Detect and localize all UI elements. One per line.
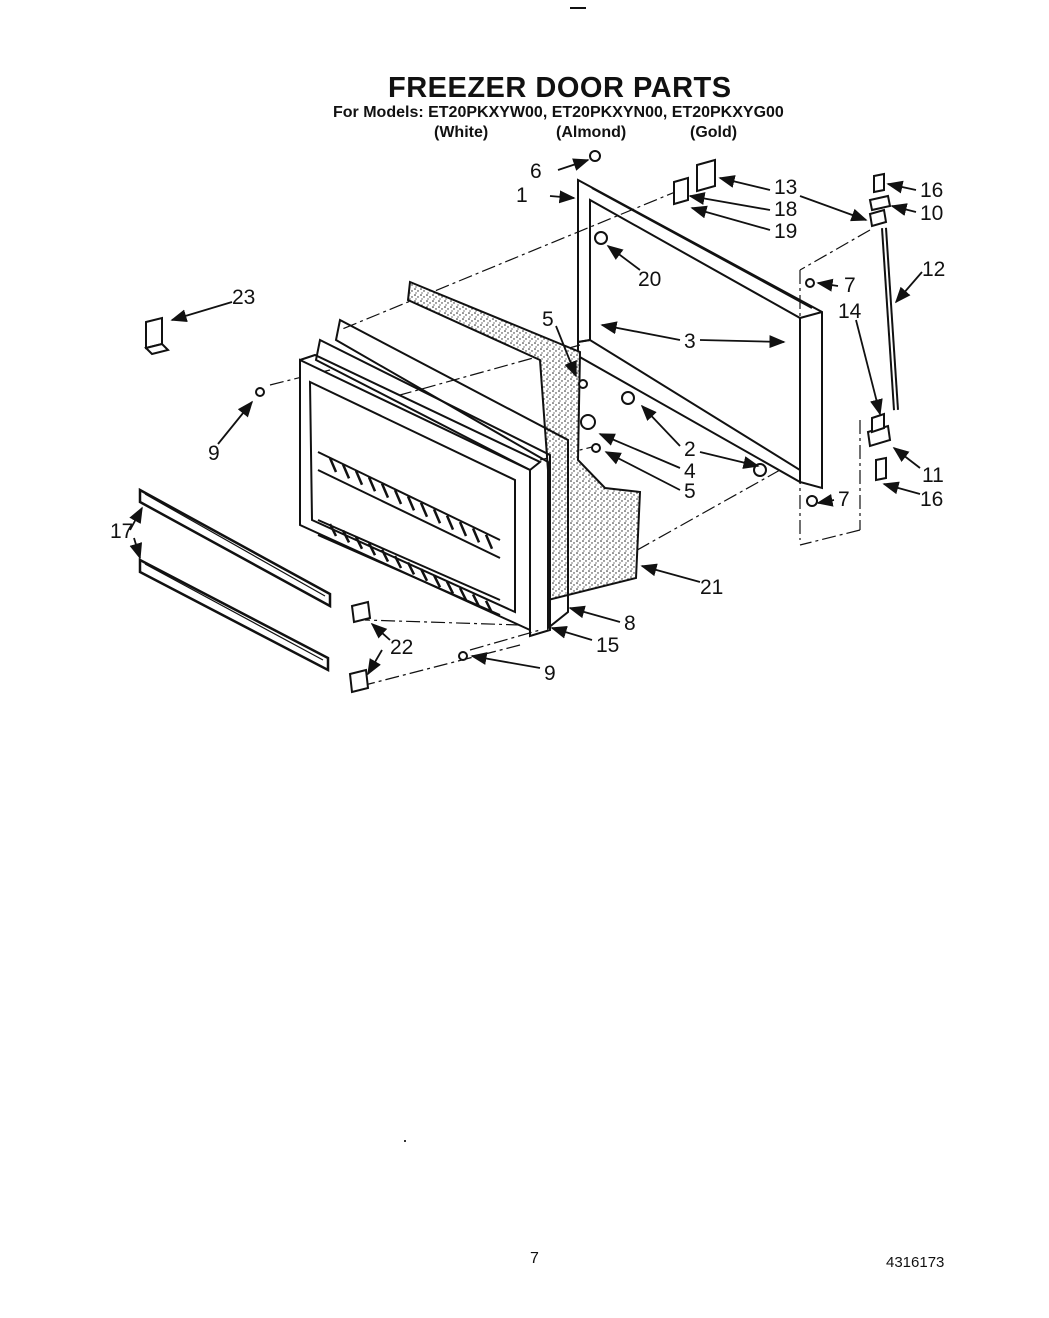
gasket-part-15 [314, 318, 569, 638]
rib-lower [432, 574, 442, 588]
callout-7-bottom: 7 [838, 488, 850, 511]
rib-lower [380, 549, 390, 563]
rib-lower [406, 561, 416, 575]
rib-upper [354, 470, 364, 486]
callout-16-bottom: 16 [920, 488, 943, 511]
rib-upper [445, 515, 455, 531]
callout-17: 17 [110, 520, 133, 543]
document-number: 4316173 [886, 1254, 945, 1271]
rib-upper [393, 489, 403, 505]
color-gold: (Gold) [690, 124, 738, 141]
rib-upper [341, 463, 351, 479]
callout-4: 4 [684, 460, 696, 483]
callout-23: 23 [232, 286, 255, 309]
rib-upper [419, 502, 429, 518]
rib-upper [471, 527, 481, 543]
inner-liner [299, 353, 542, 632]
callout-5-bottom: 5 [684, 480, 696, 503]
callout-21: 21 [700, 576, 723, 599]
rib-lower [328, 523, 338, 537]
callout-5-top: 5 [542, 308, 554, 331]
scan-speck [404, 1140, 406, 1142]
color-white: (White) [434, 124, 489, 141]
hinge-hardware [866, 172, 892, 482]
callout-12: 12 [922, 258, 945, 281]
rib-upper [406, 495, 416, 511]
rib-upper [484, 534, 494, 550]
callout-18: 18 [774, 198, 797, 221]
rib-upper [380, 483, 390, 499]
page-number: 7 [530, 1250, 539, 1267]
callout-20: 20 [638, 268, 661, 291]
rib-lower [341, 529, 351, 543]
callout-19: 19 [774, 220, 797, 243]
label-parts-18-19 [673, 158, 716, 206]
end-cap-part-22 [348, 600, 372, 694]
callout-8: 8 [624, 612, 636, 635]
color-almond: (Almond) [556, 124, 627, 141]
rib-lower [458, 587, 468, 601]
rib-lower [484, 600, 494, 614]
callout-11: 11 [922, 464, 944, 487]
rib-lower [393, 555, 403, 569]
rib-upper [432, 508, 442, 524]
bracket-part-23 [144, 316, 170, 356]
gasket-strip-part-12 [881, 227, 899, 411]
liner-ribs [328, 457, 494, 614]
rib-lower [367, 542, 377, 556]
rib-lower [419, 568, 429, 582]
callout-10: 10 [920, 202, 943, 225]
callout-9-left: 9 [208, 442, 220, 465]
insulation-part-21 [406, 280, 642, 602]
callout-2: 2 [684, 438, 696, 461]
rib-upper [367, 476, 377, 492]
callout-14: 14 [838, 300, 862, 323]
callout-15: 15 [596, 634, 619, 657]
rib-upper [328, 457, 338, 473]
callout-6: 6 [530, 160, 542, 183]
rib-upper [458, 521, 468, 537]
fasteners [255, 150, 818, 661]
rib-lower [471, 593, 481, 607]
callout-9-bottom: 9 [544, 662, 556, 685]
callout-3: 3 [684, 330, 696, 353]
callout-16-top: 16 [920, 179, 943, 202]
trim-strip-fill [144, 493, 326, 661]
rib-lower [445, 581, 455, 595]
callout-7-top: 7 [844, 274, 856, 297]
callout-numbers: 1 6 13 18 19 20 16 10 12 7 14 23 5 3 2 4… [110, 160, 945, 685]
callout-1: 1 [516, 184, 528, 207]
leader-arrows [129, 158, 923, 676]
callout-22: 22 [390, 636, 413, 659]
callout-13: 13 [774, 176, 797, 199]
page-title: FREEZER DOOR PARTS [388, 72, 732, 104]
models-line: For Models: ET20PKXYW00, ET20PKXYN00, ET… [333, 104, 784, 121]
rib-lower [354, 536, 364, 550]
trim-strip-part-17 [138, 487, 332, 673]
